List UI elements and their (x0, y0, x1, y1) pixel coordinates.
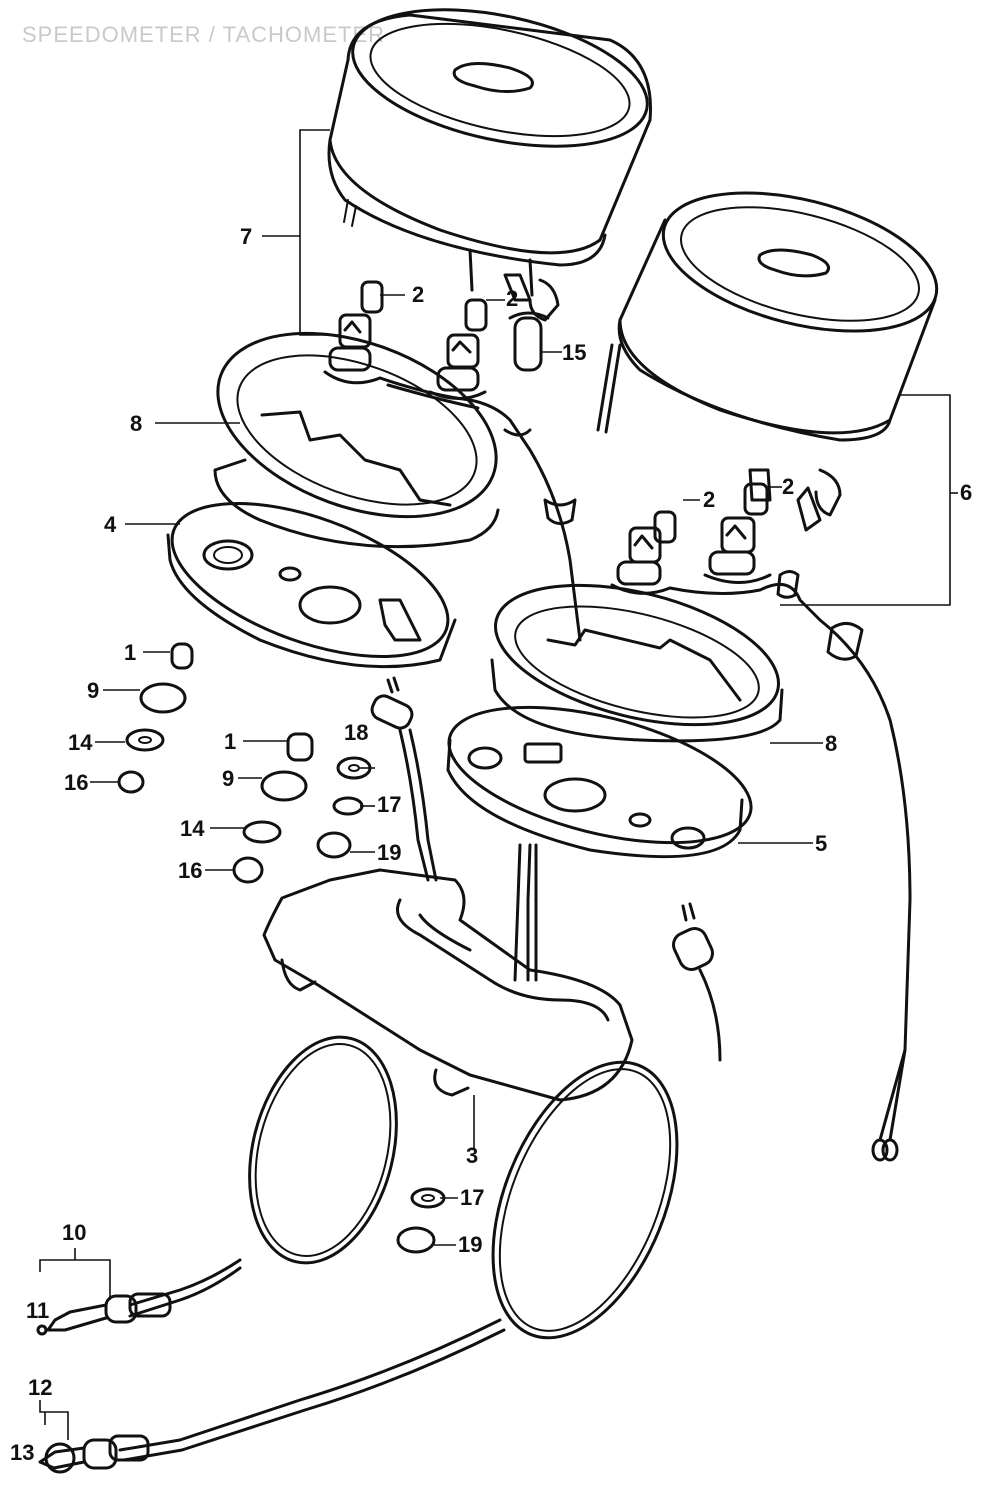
grommet-harness-left (543, 498, 577, 525)
grommet-parts-lower (396, 1187, 446, 1254)
callout-3: 3 (466, 1143, 478, 1168)
callout-1-middle: 1 (224, 729, 236, 754)
callout-15: 15 (562, 340, 586, 365)
callout-2-speedo-right: 2 (506, 286, 518, 311)
callout-11: 11 (26, 1298, 49, 1323)
callout-6: 6 (960, 480, 972, 505)
callout-5: 5 (815, 831, 827, 856)
callout-2-tach-right: 2 (782, 474, 794, 499)
callout-9-middle: 9 (222, 766, 234, 791)
speedometer-harness (378, 376, 582, 642)
callout-18: 18 (344, 720, 368, 745)
callout-2-speedo-left: 2 (412, 282, 424, 307)
speedometer-cable-loop (38, 902, 722, 1474)
meter-bracket-3 (262, 868, 634, 1102)
speedometer-unit (327, 8, 652, 322)
tachometer-cup-8 (490, 583, 784, 743)
grommet-parts-middle (232, 732, 372, 884)
callout-8-right: 8 (825, 731, 837, 756)
callout-10: 10 (62, 1220, 86, 1245)
callout-17-middle: 17 (377, 792, 401, 817)
callout-7: 7 (240, 224, 252, 249)
callout-bracket-6 (780, 394, 958, 606)
leader-lines (39, 294, 823, 1440)
callout-19-lower: 19 (458, 1232, 482, 1257)
callout-4: 4 (104, 512, 117, 537)
callout-9-left: 9 (87, 678, 99, 703)
callout-17-lower: 17 (460, 1185, 484, 1210)
callout-14-middle: 14 (180, 816, 205, 841)
tachometer-cable-loop (36, 1035, 398, 1336)
speedometer-cup-8 (213, 331, 500, 549)
callout-1-left: 1 (124, 640, 136, 665)
callout-16-middle: 16 (178, 858, 202, 883)
tachometer-unit (596, 191, 939, 532)
grommet-harness-right (826, 622, 864, 661)
callout-19-middle: 19 (377, 840, 401, 865)
callout-12: 12 (28, 1375, 52, 1400)
tachometer-harness (668, 582, 912, 1142)
speedometer-cable-upper (370, 676, 438, 882)
speedometer-base-4 (166, 501, 457, 669)
grommet-parts-left (117, 642, 194, 794)
callout-13: 13 (10, 1440, 34, 1465)
tachometer-base-5 (446, 705, 753, 859)
callout-14-left: 14 (68, 730, 93, 755)
page-title: SPEEDOMETER / TACHOMETER (22, 22, 386, 47)
center-wire-bundle (513, 843, 538, 982)
callout-16-left: 16 (64, 770, 88, 795)
callout-2-tach-left: 2 (703, 487, 715, 512)
callout-8-left: 8 (130, 411, 142, 436)
